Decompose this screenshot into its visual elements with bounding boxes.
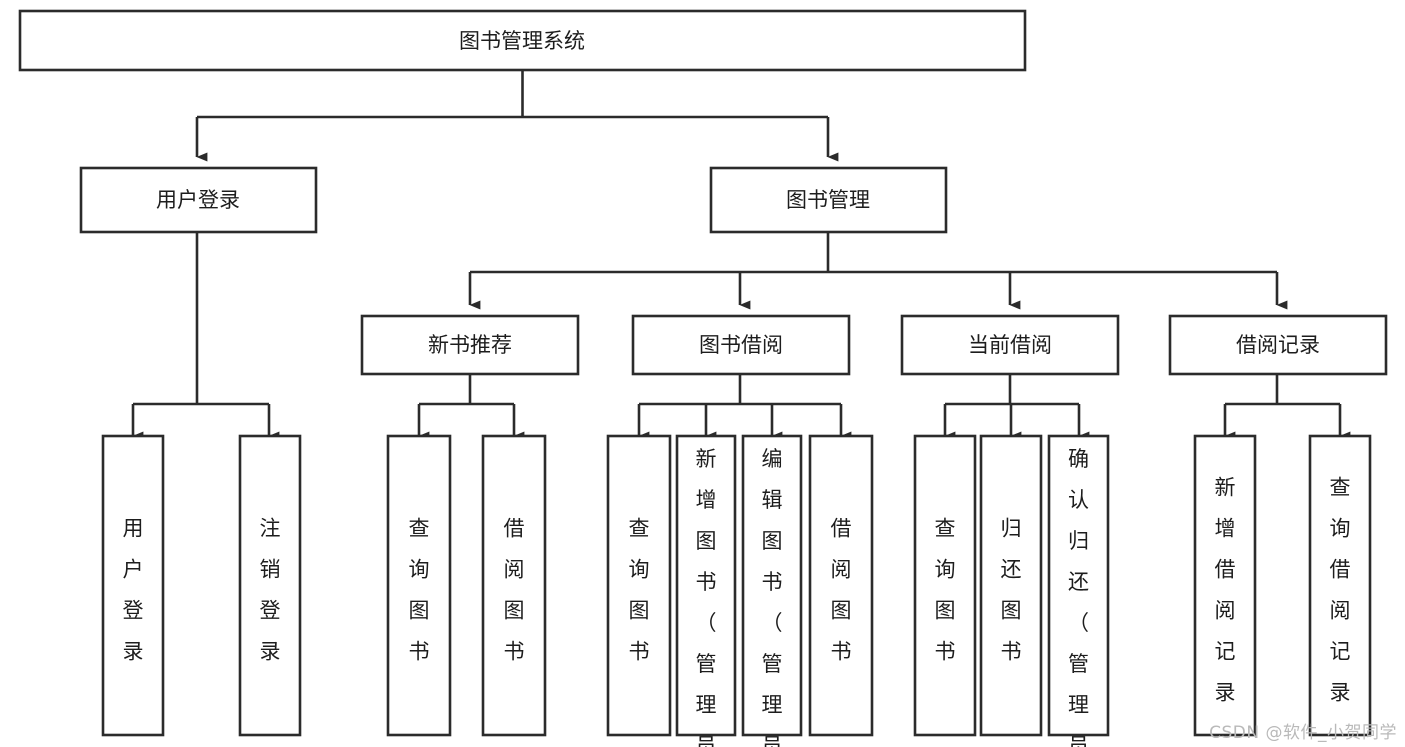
leaf-current-borrow-3[interactable] [1047,434,1110,737]
leaf-user-login-2-label: 注销登录 [260,516,281,663]
node-book-borrow[interactable]: 图书借阅 [631,314,851,376]
node-current-borrow-label: 当前借阅 [968,333,1052,357]
leaf-user-login-1-label: 用户登录 [123,516,144,663]
leaf-borrow-record-1[interactable] [1193,434,1257,737]
leaf-current-borrow-2[interactable] [979,434,1043,737]
leaf-book-borrow-2-label: 新增图书（管理员） [696,447,717,747]
leaf-book-borrow-3-label: 编辑图书（管理员） [762,447,783,747]
leaf-user-login-1[interactable] [101,434,165,737]
node-book-manage-label: 图书管理 [786,188,870,212]
node-book-manage[interactable]: 图书管理 [709,166,948,234]
node-book-borrow-label: 图书借阅 [699,333,783,357]
node-borrow-record-label: 借阅记录 [1236,333,1320,357]
leaf-new-book-2-label: 借阅图书 [504,516,525,663]
node-user-login[interactable]: 用户登录 [79,166,318,234]
node-borrow-record[interactable]: 借阅记录 [1168,314,1388,376]
node-new-book-recommend[interactable]: 新书推荐 [360,314,580,376]
node-current-borrow[interactable]: 当前借阅 [900,314,1120,376]
watermark-text: CSDN @软件_小贺同学 [1209,723,1397,743]
leaf-borrow-record-2-label: 查询借阅记录 [1330,475,1351,704]
leaf-user-login-2[interactable] [238,434,302,737]
leaf-new-book-1-label: 查询图书 [409,516,430,663]
leaf-book-borrow-1[interactable] [606,434,672,737]
leaf-book-borrow-1-label: 查询图书 [629,516,650,663]
leaf-book-borrow-4[interactable] [808,434,874,737]
leaf-label-layer: 用户登录 注销登录 查询图书 借阅图书 查询图书 新增图书（管理员） 编辑图书（管理员） 借阅… [123,447,1351,747]
leaf-book-borrow-3[interactable] [741,434,803,737]
node-new-book-recommend-label: 新书推荐 [428,333,512,357]
connector-layer [131,70,1351,441]
leaf-current-borrow-1[interactable] [913,434,977,737]
leaf-borrow-record-1-label: 新增借阅记录 [1215,475,1236,704]
leaf-current-borrow-3-label: 确认归还（管理员） [1068,447,1089,747]
node-root-label: 图书管理系统 [459,29,585,53]
leaf-current-borrow-2-label: 归还图书 [1001,516,1022,663]
leaf-book-borrow-4-label: 借阅图书 [831,516,852,663]
leaf-borrow-record-2[interactable] [1308,434,1372,737]
node-user-login-label: 用户登录 [156,188,240,212]
leaf-new-book-1[interactable] [386,434,452,737]
leaf-book-borrow-2[interactable] [675,434,737,737]
leaf-new-book-2[interactable] [481,434,547,737]
leaf-current-borrow-1-label: 查询图书 [935,516,956,663]
node-root[interactable]: 图书管理系统 [18,9,1027,72]
